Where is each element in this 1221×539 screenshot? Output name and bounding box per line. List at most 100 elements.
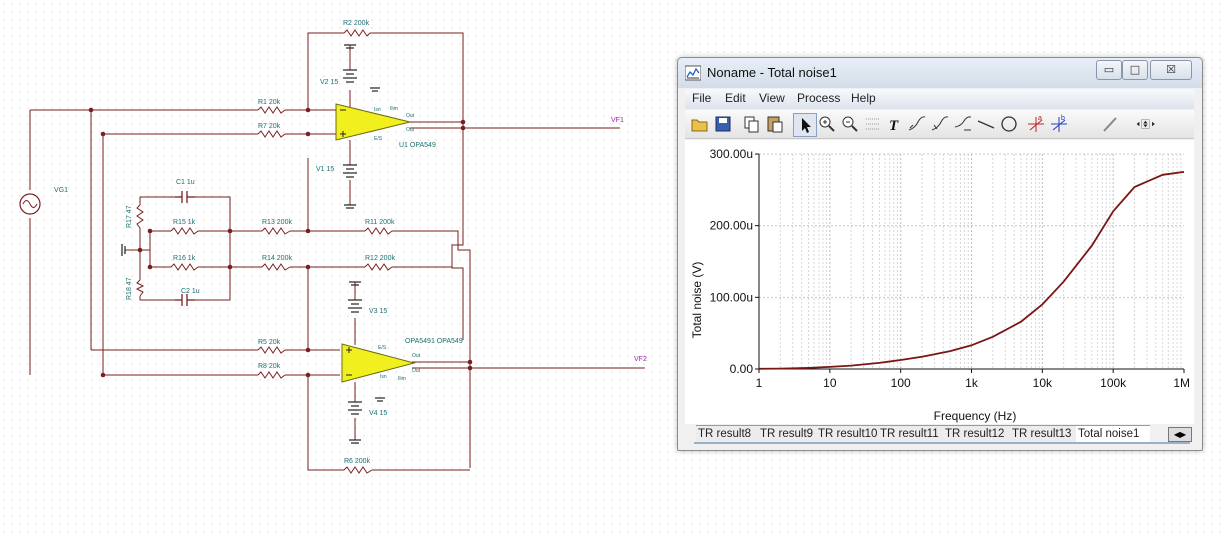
tab-tr-result13[interactable]: TR result13 <box>1010 425 1078 443</box>
tab-divider <box>694 442 1190 444</box>
curve2-icon[interactable] <box>929 113 951 135</box>
x-axis-label: Frequency (Hz) <box>934 409 1017 423</box>
pen-icon[interactable] <box>1099 113 1121 135</box>
scroll-arrows-icon[interactable] <box>1135 113 1175 135</box>
sine-icon <box>22 200 38 208</box>
label-r11: R11 200k <box>365 219 395 226</box>
label-c1: C1 1u <box>176 179 195 186</box>
pin-u2-isn: Isn <box>380 374 387 380</box>
wires <box>29 32 645 471</box>
line-icon[interactable] <box>975 113 997 135</box>
pin-u1-ilim: Ilim <box>390 106 398 112</box>
menu-edit[interactable]: Edit <box>725 91 746 105</box>
schematic-canvas[interactable]: R2 200k R1 20k R7 20k V2 15 V1 15 U1 OPA… <box>0 0 680 539</box>
zoom-out-icon[interactable] <box>839 113 861 135</box>
y-tick-label: 100.00u <box>710 290 753 304</box>
label-v2: V2 15 <box>320 79 338 86</box>
pointer-icon[interactable] <box>793 113 817 137</box>
label-r14: R14 200k <box>262 255 292 262</box>
label-r12: R12 200k <box>365 255 395 262</box>
label-r13: R13 200k <box>262 219 292 226</box>
menu-file[interactable]: File <box>692 91 712 105</box>
pin-u1-out2: Out <box>406 127 415 133</box>
tab-tr-result8[interactable]: TR result8 <box>696 425 760 443</box>
y-tick-label: 0.00 <box>730 362 754 376</box>
total-noise-curve[interactable] <box>758 171 1185 370</box>
tab-tr-result11[interactable]: TR result11 <box>878 425 945 443</box>
label-c2: C2 1u <box>181 288 200 295</box>
zoom-in-icon[interactable] <box>816 113 838 135</box>
cursor-a-icon[interactable]: a <box>1025 113 1047 135</box>
label-v1: V1 15 <box>316 166 334 173</box>
x-tick-label: 10k <box>1033 376 1053 390</box>
opamp-u1[interactable] <box>335 103 411 141</box>
curve3-icon[interactable] <box>952 113 974 135</box>
toolbar: T a b <box>685 110 1194 139</box>
label-r17: R17 47 <box>126 205 133 228</box>
label-u1: U1 OPA549 <box>399 142 436 149</box>
x-tick-label: 100 <box>891 376 911 390</box>
curve-icon[interactable] <box>906 113 928 135</box>
svg-text:T: T <box>889 118 899 134</box>
minimize-button[interactable]: ▭ <box>1096 60 1122 80</box>
tab-scroll-arrows-icon[interactable]: ◀▶ <box>1168 427 1192 442</box>
tab-tr-result9[interactable]: TR result9 <box>758 425 818 443</box>
junctions <box>88 107 473 378</box>
label-u2: OPA5491 OPA549 <box>405 338 463 345</box>
port-vf2: VF2 <box>634 356 647 363</box>
label-r7: R7 20k <box>258 123 281 130</box>
opamp-signs <box>340 109 352 376</box>
tab-tr-result10[interactable]: TR result10 <box>816 425 880 443</box>
open-icon[interactable] <box>689 113 711 135</box>
label-r18: R18 47 <box>126 277 133 300</box>
grid <box>758 153 1184 369</box>
maximize-button[interactable]: □ <box>1122 60 1148 80</box>
pin-u1-isn: Isn <box>374 107 381 113</box>
svg-text:b: b <box>1061 115 1065 122</box>
close-button[interactable]: ☒ <box>1150 60 1192 80</box>
pin-u2-es: E/S <box>378 345 387 351</box>
chart-app-icon <box>685 65 701 81</box>
circle-icon[interactable] <box>998 113 1020 135</box>
y-tick-label: 200.00u <box>710 219 753 233</box>
label-r5: R5 20k <box>258 339 281 346</box>
save-icon[interactable] <box>712 113 734 135</box>
grid-icon[interactable] <box>862 113 884 135</box>
result-window[interactable]: Noname - Total noise1 ▭ □ ☒ File Edit Vi… <box>677 57 1203 451</box>
label-v4: V4 15 <box>369 410 387 417</box>
tab-total-noise1[interactable]: Total noise1 <box>1076 425 1150 443</box>
cursor-b-icon[interactable]: b <box>1048 113 1070 135</box>
label-r2: R2 200k <box>343 20 370 27</box>
x-tick-label: 1k <box>965 376 979 390</box>
label-r1: R1 20k <box>258 99 281 106</box>
x-tick-label: 10 <box>823 376 837 390</box>
title-bar[interactable]: Noname - Total noise1 ▭ □ ☒ <box>678 58 1202 88</box>
resistors <box>135 29 393 474</box>
label-r8: R8 20k <box>258 363 281 370</box>
window-title: Noname - Total noise1 <box>707 65 837 80</box>
menu-process[interactable]: Process <box>797 91 841 105</box>
pin-u2-ilim: Ilim <box>398 376 406 382</box>
copy-icon[interactable] <box>741 113 763 135</box>
x-tick-label: 1 <box>756 376 763 390</box>
label-r6: R6 200k <box>344 458 371 465</box>
menu-help[interactable]: Help <box>851 91 876 105</box>
pin-u1-out: Out <box>406 113 415 119</box>
label-r15: R15 1k <box>173 219 196 226</box>
pin-u1-es: E/S <box>374 136 383 142</box>
paste-icon[interactable] <box>764 113 786 135</box>
menu-bar: File Edit View Process Help <box>685 89 1194 109</box>
svg-text:a: a <box>1038 115 1042 122</box>
batteries <box>121 44 385 444</box>
opamp-u2[interactable] <box>341 343 416 383</box>
y-axis-label: Total noise (V) <box>690 262 704 339</box>
label-v3: V3 15 <box>369 308 387 315</box>
pin-u2-out2: Out <box>412 368 421 374</box>
text-icon[interactable]: T <box>885 113 907 135</box>
tab-tr-result12[interactable]: TR result12 <box>943 425 1012 443</box>
x-tick-label: 1M <box>1173 376 1190 390</box>
menu-view[interactable]: View <box>759 91 785 105</box>
